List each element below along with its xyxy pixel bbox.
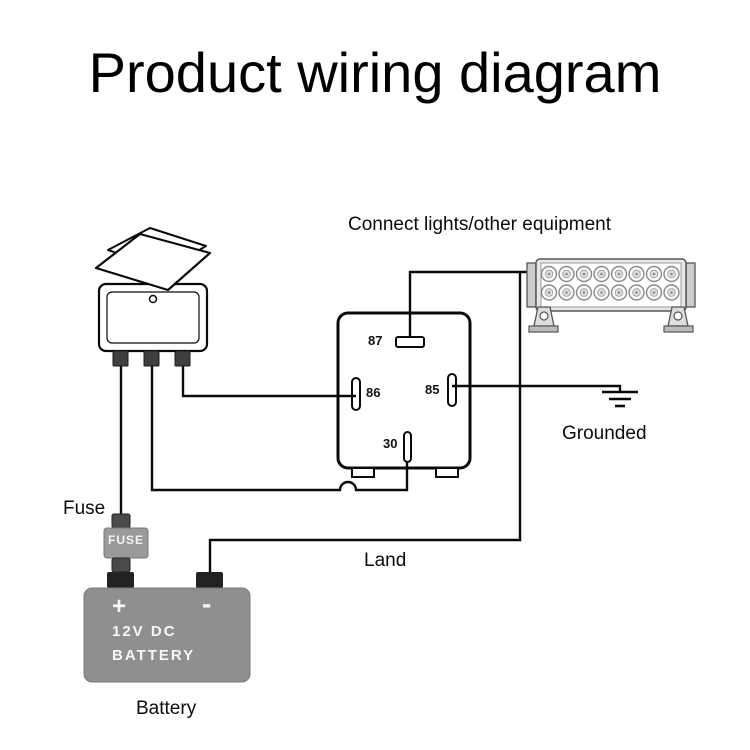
battery-terminal-plus [107, 572, 134, 588]
page-title: Product wiring diagram [88, 41, 662, 104]
relay-pin-30-slot [403, 431, 412, 463]
relay-pin-85-slot [447, 373, 457, 407]
relay-pin-86-slot [351, 377, 361, 411]
battery-voltage-text: 12V DC [112, 623, 177, 640]
wire-switch-to-30 [150, 366, 409, 492]
led-light-bar-illustration [526, 258, 696, 333]
relay-foot-right [435, 467, 459, 478]
relay-pin-86-label: 86 [366, 385, 381, 400]
wire-85-to-ground [452, 384, 622, 392]
wire-87-to-light [408, 270, 527, 336]
relay-illustration [336, 311, 472, 478]
switch-terminal-middle [143, 350, 160, 367]
led-grid [540, 265, 680, 301]
fuse-block [103, 513, 149, 573]
relay-foot-left [351, 467, 375, 478]
wire-light-to-battery-minus [208, 272, 522, 574]
lightbar-bracket-right [685, 262, 696, 308]
battery-terminal-minus [196, 572, 223, 588]
battery-name-text: BATTERY [112, 647, 196, 664]
lightbar-bracket-left [526, 262, 537, 308]
fuse-label: Fuse [63, 498, 106, 519]
fuse-terminal-top [111, 513, 131, 529]
wire-86-to-switch [181, 366, 356, 398]
switch-indicator-dot [148, 294, 158, 304]
ground-symbol [602, 390, 638, 408]
connect-equipment-label: Connect lights/other equipment [348, 214, 611, 235]
rocker-switch-illustration [94, 227, 212, 367]
land-label: Land [364, 550, 407, 571]
relay-pin-87-label: 87 [368, 333, 383, 348]
battery-plus-sign: + [112, 593, 127, 620]
switch-terminal-left [112, 350, 129, 367]
battery-body [83, 587, 251, 683]
battery-illustration [83, 572, 251, 683]
relay-pin-85-label: 85 [425, 382, 440, 397]
grounded-label: Grounded [562, 423, 647, 444]
switch-rocker-cap [94, 232, 212, 292]
switch-terminal-right [174, 350, 191, 367]
battery-minus-sign: - [202, 588, 212, 619]
relay-pin-87-slot [395, 336, 425, 348]
fuse-text: FUSE [107, 533, 144, 547]
fuse-terminal-bottom [111, 557, 131, 573]
battery-label: Battery [136, 698, 197, 719]
relay-pin-30-label: 30 [383, 436, 398, 451]
